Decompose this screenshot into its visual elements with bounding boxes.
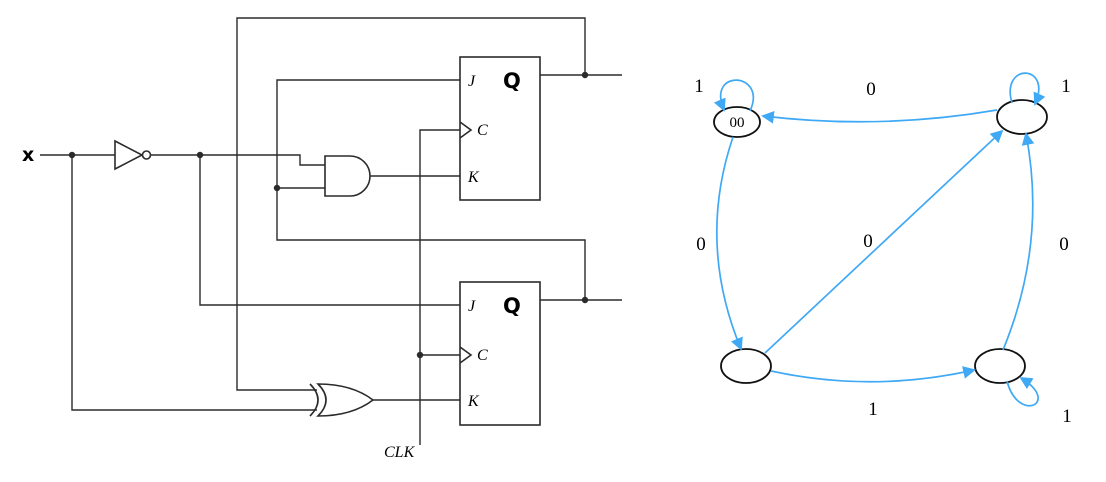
transition-top-right-to-top-left [761,109,998,124]
label-right-edge: 0 [1059,234,1069,255]
state-top-right [996,99,1048,135]
junction-dot [581,71,589,79]
logic-circuit: x CLK J Q C K J Q C K [22,17,622,461]
clock-wedge-top-icon [459,121,473,139]
state-top-left-label: 00 [730,115,745,131]
transition-self-bottom-right [1006,377,1039,407]
transition-self-top-right [1009,72,1046,106]
junction-dot [273,184,281,192]
jk-flipflop-top-box [459,56,541,201]
transition-top-left-to-bottom-left [715,136,743,351]
ff-bottom-c-label: C [477,347,488,364]
junction-dot [581,296,589,304]
state-bottom-left [720,348,772,384]
circuit-wires [40,17,622,445]
clk-label: CLK [384,444,416,461]
ff-top-k-label: K [467,169,480,186]
wire-qa-output-feedback [236,17,622,391]
state-labels: 00 [730,115,745,131]
and-gate-icon [324,155,371,197]
states [713,99,1048,384]
jk-flipflop-bottom-box [459,281,541,426]
label-top-edge: 0 [866,79,876,100]
state-top-left [713,106,761,138]
state-diagram: 00 1 0 1 0 0 0 1 1 [694,72,1072,427]
label-bottom-edge: 1 [868,399,878,420]
junction-dot [68,151,76,159]
wire-clock [419,129,460,445]
not-gate-bubble [141,150,152,160]
transition-edges [713,72,1046,407]
transition-self-top-left [713,79,755,112]
label-left-edge: 0 [696,234,706,255]
circuit-labels: x CLK J Q C K J Q C K [22,69,521,461]
junction-dot [416,351,424,359]
wire-inverter-output [151,154,460,306]
not-gate-icon [114,139,144,171]
ff-bottom-j-label: J [468,298,476,315]
ff-bottom-q-label: Q [503,294,521,318]
xor-gate-icon [316,383,375,417]
circuit-gates [114,56,541,426]
ff-top-j-label: J [468,73,476,90]
junction-dot [196,151,204,159]
input-x-label: x [22,144,34,166]
state-bottom-right [974,348,1026,384]
clock-wedge-bottom-icon [459,346,473,364]
label-self-bottom-right: 1 [1062,406,1072,427]
ff-top-c-label: C [477,122,488,139]
ff-top-q-label: Q [503,69,521,93]
label-diagonal-edge: 0 [863,231,873,252]
wire-input-x [40,154,317,411]
transition-bottom-left-to-top-right [764,129,1004,354]
label-self-top-right: 1 [1061,76,1071,97]
junction-dots [68,71,589,359]
transition-labels: 1 0 1 0 0 0 1 1 [694,76,1072,427]
ff-bottom-k-label: K [467,393,480,410]
transition-bottom-left-to-bottom-right [770,366,976,383]
transition-bottom-right-to-top-right [1002,132,1035,351]
label-self-top-left: 1 [694,76,704,97]
wire-qb-output-feedback [276,79,622,301]
xor-gate-input-arc [309,383,319,417]
